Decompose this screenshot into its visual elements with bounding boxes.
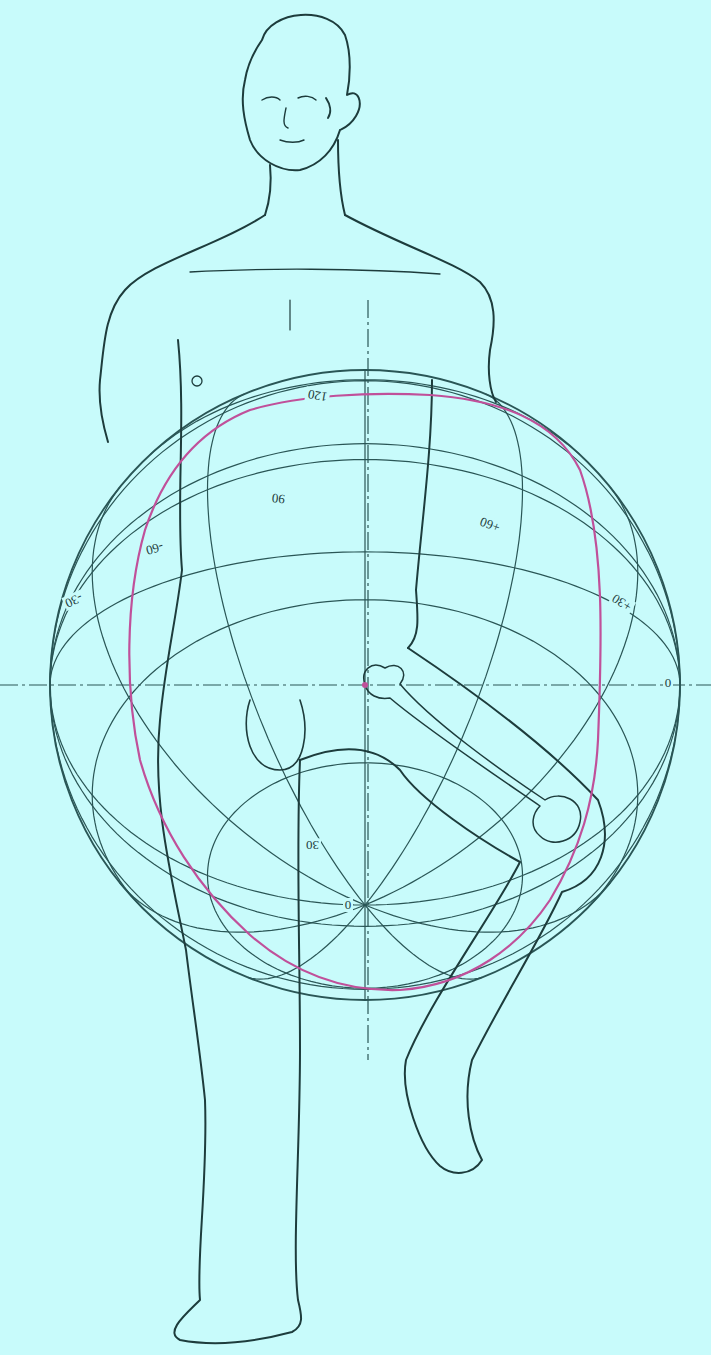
face (262, 96, 316, 142)
meridian-line (248, 905, 365, 979)
right-flank (408, 380, 432, 648)
left-shoulder (99, 215, 265, 442)
angle-label: 0 (663, 676, 674, 690)
clavicle (190, 269, 440, 274)
hip-center (362, 682, 368, 688)
meridian-line (92, 487, 365, 905)
meridian-line (364, 905, 365, 1000)
horizontal-axis (0, 684, 711, 685)
sternum (289, 300, 290, 330)
great-circle (50, 685, 680, 989)
great-circle (50, 685, 680, 926)
angle-label: 120 (305, 386, 331, 404)
flexed-leg (300, 648, 605, 1173)
great-circle (50, 444, 680, 685)
neck (265, 140, 345, 215)
meridian-line (365, 685, 680, 905)
meridian-line (365, 905, 482, 979)
angle-label: +60 (476, 513, 504, 535)
angle-label: -60 (143, 538, 167, 557)
meridian-line (364, 370, 365, 905)
angle-label: 0 (343, 898, 354, 912)
circumduction-cone (129, 394, 600, 990)
femur (364, 665, 581, 842)
genitals (246, 700, 305, 770)
right-shoulder (345, 215, 496, 402)
angle-label: 30 (304, 838, 321, 852)
nipple (192, 376, 202, 386)
meridian-line (365, 394, 523, 905)
parallel-line (586, 795, 638, 910)
head (243, 15, 360, 170)
meridian-line (50, 685, 365, 905)
vertical-axis (367, 300, 368, 1060)
meridian-line (208, 394, 366, 905)
ear (326, 98, 330, 118)
angle-label: 90 (269, 490, 287, 506)
great-circle (50, 552, 680, 685)
angle-label: +30 (608, 589, 636, 614)
standing-leg (158, 340, 301, 1343)
human-figure (99, 15, 604, 1343)
